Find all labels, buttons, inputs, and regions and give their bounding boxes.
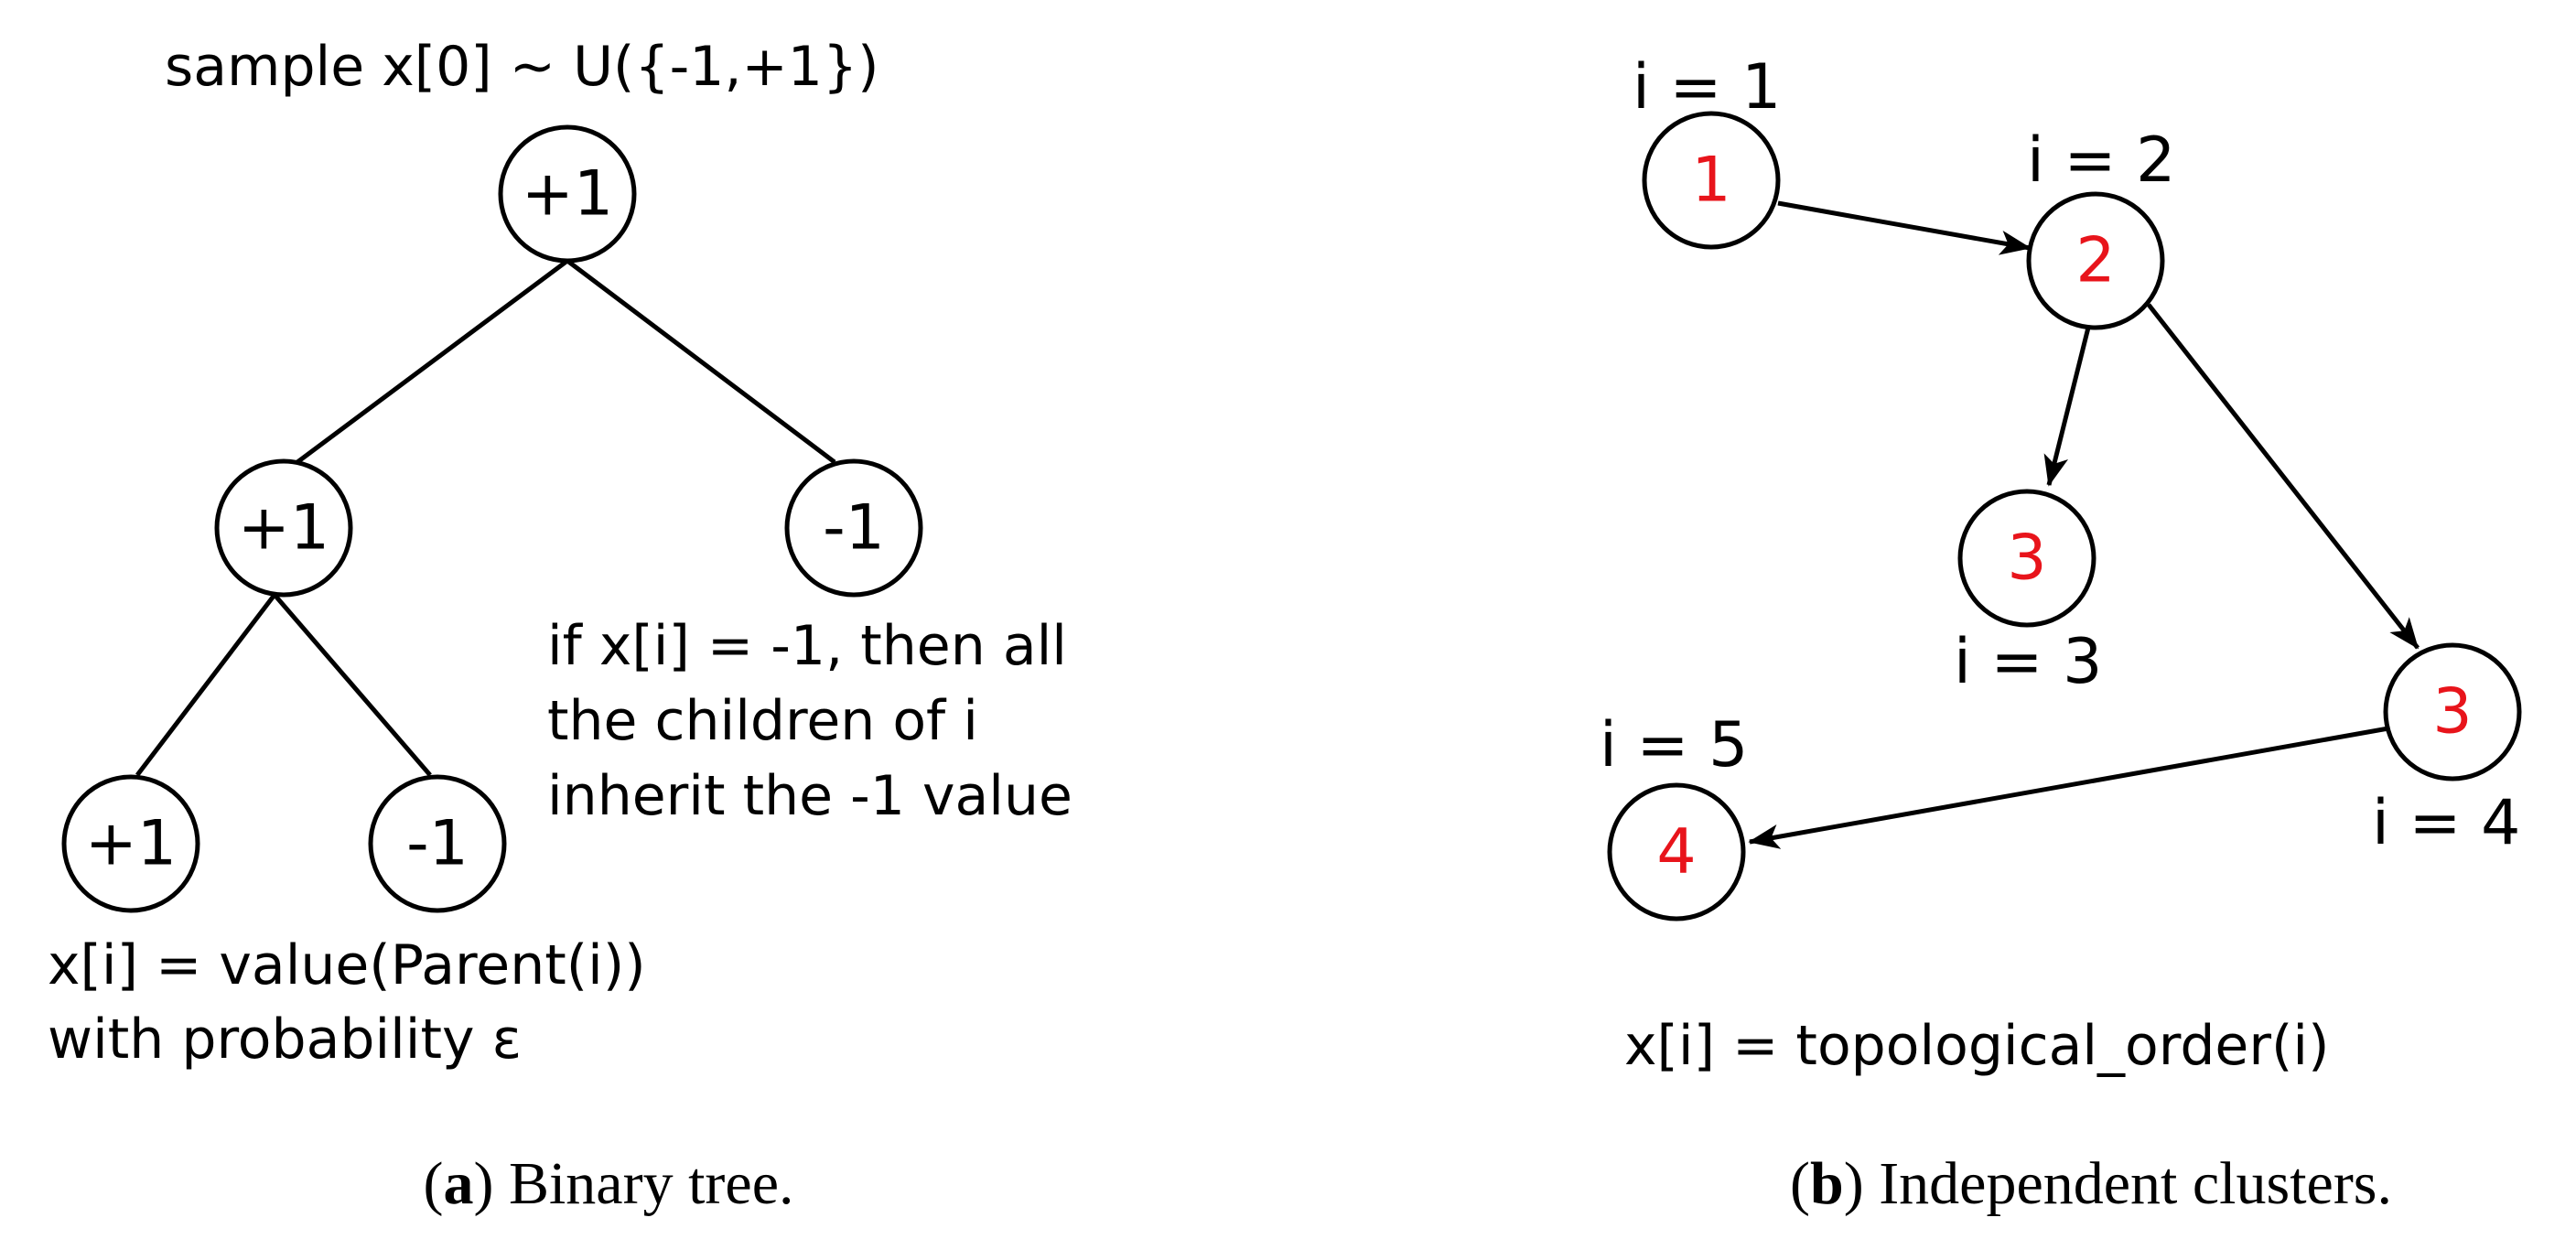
cluster-node-5-value: 4	[1656, 816, 1696, 889]
cluster-node-5: 4 i = 5	[1600, 709, 1748, 921]
tree-node-left-left: +1	[61, 774, 200, 913]
tree-node-right: -1	[784, 458, 923, 598]
cluster-node-3: 3 i = 3	[1954, 489, 2102, 698]
caption-b-letter: b	[1810, 1150, 1844, 1217]
arrow-2-to-4	[2147, 303, 2420, 650]
tree-node-left: +1	[214, 458, 353, 598]
caption-a-letter: a	[443, 1150, 473, 1217]
note-parent-value-line-1: x[i] = value(Parent(i))	[48, 933, 646, 997]
panel-a-binary-tree: sample x[0] ~ U({-1,+1}) +1 +1 -1 +1 -1	[48, 35, 1072, 1217]
edge-root-right	[566, 259, 836, 464]
arrow-2-to-3	[2043, 327, 2091, 487]
tree-node-left-right: -1	[368, 774, 507, 913]
arrow-1-to-2	[1777, 200, 2032, 255]
cluster-node-2-value: 2	[2075, 225, 2115, 297]
sample-label: sample x[0] ~ U({-1,+1})	[165, 35, 879, 99]
caption-a: (a) Binary tree.	[423, 1150, 793, 1217]
cluster-node-4: 3 i = 4	[2372, 642, 2522, 859]
caption-b-text: Independent clusters.	[1864, 1150, 2392, 1217]
tree-node-root: +1	[498, 124, 637, 264]
cluster-node-3-value: 3	[2007, 523, 2046, 595]
tree-node-right-label: -1	[823, 492, 885, 565]
cluster-node-1-index: i = 1	[1633, 51, 1781, 124]
tree-node-left-label: +1	[238, 492, 329, 565]
panel-b-independent-clusters: 1 i = 1 2 i = 2 3 i = 3 3 i = 4 4 i = 5 …	[1600, 51, 2522, 1217]
note-inherit: if x[i] = -1, then all the children of i…	[547, 614, 1072, 828]
tree-node-left-right-label: -1	[406, 808, 469, 880]
note-inherit-line-3: inherit the -1 value	[547, 764, 1072, 828]
edge-left-leftleft	[135, 593, 276, 777]
cluster-node-4-value: 3	[2432, 676, 2472, 749]
cluster-node-5-index: i = 5	[1600, 709, 1748, 781]
note-inherit-line-1: if x[i] = -1, then all	[547, 614, 1067, 678]
cluster-node-4-index: i = 4	[2372, 787, 2520, 859]
edge-left-leftright	[273, 593, 432, 777]
cluster-node-2: 2 i = 2	[2026, 124, 2175, 330]
tree-node-root-label: +1	[522, 158, 613, 231]
caption-b: (b) Independent clusters.	[1790, 1150, 2392, 1217]
cluster-node-1-value: 1	[1691, 145, 1730, 217]
note-parent-value: x[i] = value(Parent(i)) with probability…	[48, 933, 646, 1072]
edge-root-left	[296, 258, 569, 465]
topological-order-formula: x[i] = topological_order(i)	[1624, 1014, 2329, 1078]
cluster-node-3-index: i = 3	[1954, 626, 2102, 698]
tree-node-left-left-label: +1	[85, 808, 177, 880]
cluster-node-2-index: i = 2	[2027, 124, 2175, 197]
note-inherit-line-2: the children of i	[547, 689, 978, 753]
arrow-4-to-5	[1748, 726, 2389, 849]
caption-a-text: Binary tree.	[493, 1150, 793, 1217]
note-parent-value-line-2: with probability ε	[48, 1008, 522, 1072]
cluster-node-1: 1 i = 1	[1633, 51, 1781, 250]
